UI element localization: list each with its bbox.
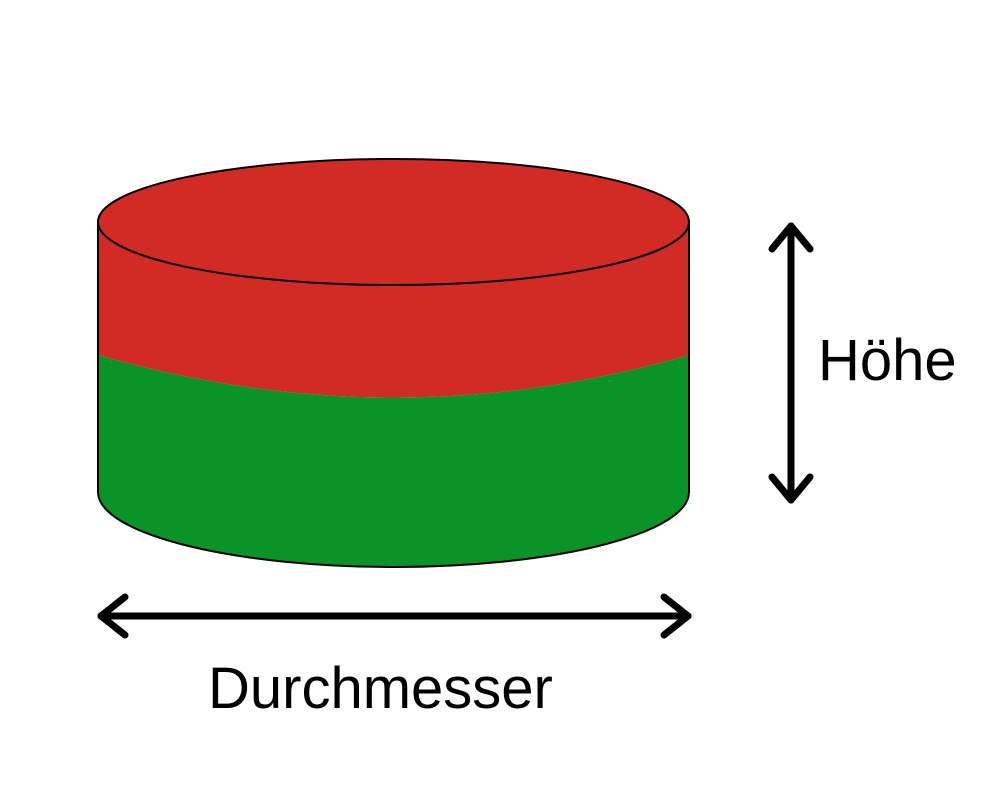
height-arrow xyxy=(768,222,814,504)
cylinder-bottom-edge xyxy=(97,491,690,568)
diameter-label: Durchmesser xyxy=(208,656,553,721)
cylinder-bottom-pole xyxy=(98,355,689,567)
height-label: Höhe xyxy=(818,328,957,393)
cylinder-top-face xyxy=(97,158,690,286)
diameter-arrow xyxy=(97,593,692,639)
